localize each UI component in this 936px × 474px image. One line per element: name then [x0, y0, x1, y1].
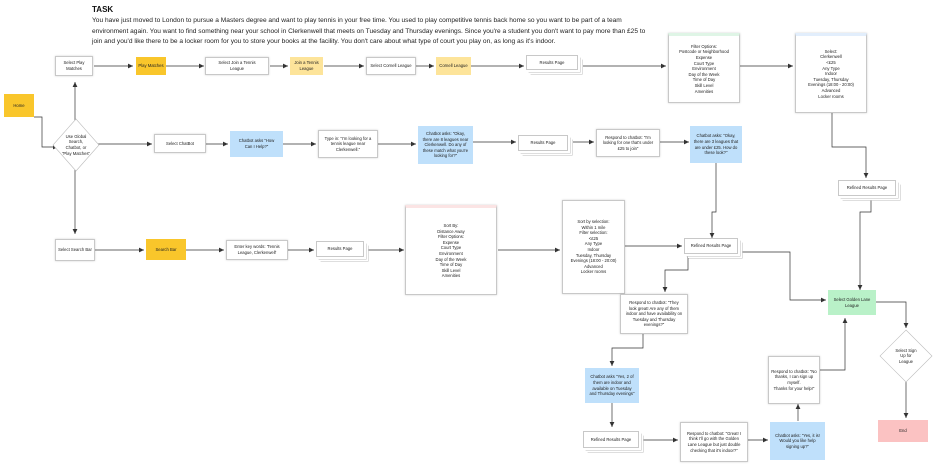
filter-options-node: Filter Options: Postcode or Neighborhood…: [668, 33, 740, 103]
join-league-node: Join a Tennis League: [290, 57, 323, 75]
task-title: TASK: [92, 5, 114, 14]
chatbot-message-node: Chatbot asks "How Can I Help?": [230, 131, 283, 157]
home-node: Home: [4, 94, 34, 117]
refined-results-node: Refined Results Page: [838, 180, 896, 196]
connector: [738, 251, 826, 303]
chatbot-message-node: Chatbot asks: "Okay, there are 3 leagues…: [690, 126, 742, 163]
select-chatbot-node: Select ChatBot: [154, 134, 206, 153]
chatbot-message-node: Chatbot asks "Yes, 2 of them are indoor …: [585, 368, 639, 403]
play-matches-node: Play Matches: [136, 57, 166, 75]
decision-search-method: Use Global Search, Chatbot, or "Play Mat…: [61, 133, 91, 156]
results-page-node: Results Page: [526, 55, 578, 70]
user-input-node: Respond to chatbot: "No thanks, I can si…: [768, 356, 820, 404]
connector: [876, 301, 909, 328]
decision-diamond: [879, 329, 933, 383]
chatbot-message-node: Chatbot asks: "Yes, it is! Would you lik…: [770, 422, 825, 460]
end-node: End: [878, 420, 928, 442]
select-play-matches-node: Select Play Matches: [55, 56, 93, 76]
connector: [820, 318, 848, 371]
connector: [34, 116, 58, 150]
connector: [857, 198, 872, 290]
refined-results-node: Refined Results Page: [583, 431, 639, 448]
sort-filter-options-node: Sort By: Distance Away Filter Options: E…: [405, 205, 497, 295]
user-input-node: Respond to chatbot: "Great! I think I'll…: [680, 422, 748, 462]
golden-lane-node: Select Golden Lane League: [828, 290, 876, 315]
decision-sign-up: Select Sign Up for League: [895, 347, 917, 364]
connector: [831, 113, 869, 178]
chatbot-message-node: Chatbot asks: "Okay, there are 8 leagues…: [418, 126, 473, 164]
decision-diamond: [52, 118, 100, 172]
select-filters-node: Select: Clerkenwell <£25 Any Type Indoor…: [795, 33, 867, 113]
user-input-node: Type in: "I'm looking for a tennis leagu…: [318, 130, 378, 158]
select-cornell-node: Select Cornell League: [366, 57, 416, 75]
sort-selection-node: Sort by selection: Within 1 mile Filter …: [562, 200, 625, 294]
search-bar-node: Search Bar: [146, 239, 186, 260]
enter-keywords-node: Enter key words: 'Tennis League, Clerken…: [226, 240, 288, 260]
cornell-league-node: Cornell League: [436, 57, 471, 75]
select-join-league-node: Select Join a Tennis League: [205, 57, 269, 75]
connector: [609, 334, 644, 366]
results-page-node: Results Page: [518, 135, 568, 151]
connector: [709, 163, 717, 238]
results-page-node: Results Page: [316, 241, 364, 257]
user-input-node: Respond to chatbot: "I'm looking for one…: [596, 129, 660, 157]
task-description: You have just moved to London to pursue …: [92, 17, 646, 46]
refined-results-node: Refined Results Page: [684, 238, 738, 254]
connector: [662, 256, 689, 292]
user-input-node: Respond to chatbot: "They look great! Ar…: [620, 294, 688, 334]
select-search-bar-node: Select Search Bar: [55, 239, 95, 261]
